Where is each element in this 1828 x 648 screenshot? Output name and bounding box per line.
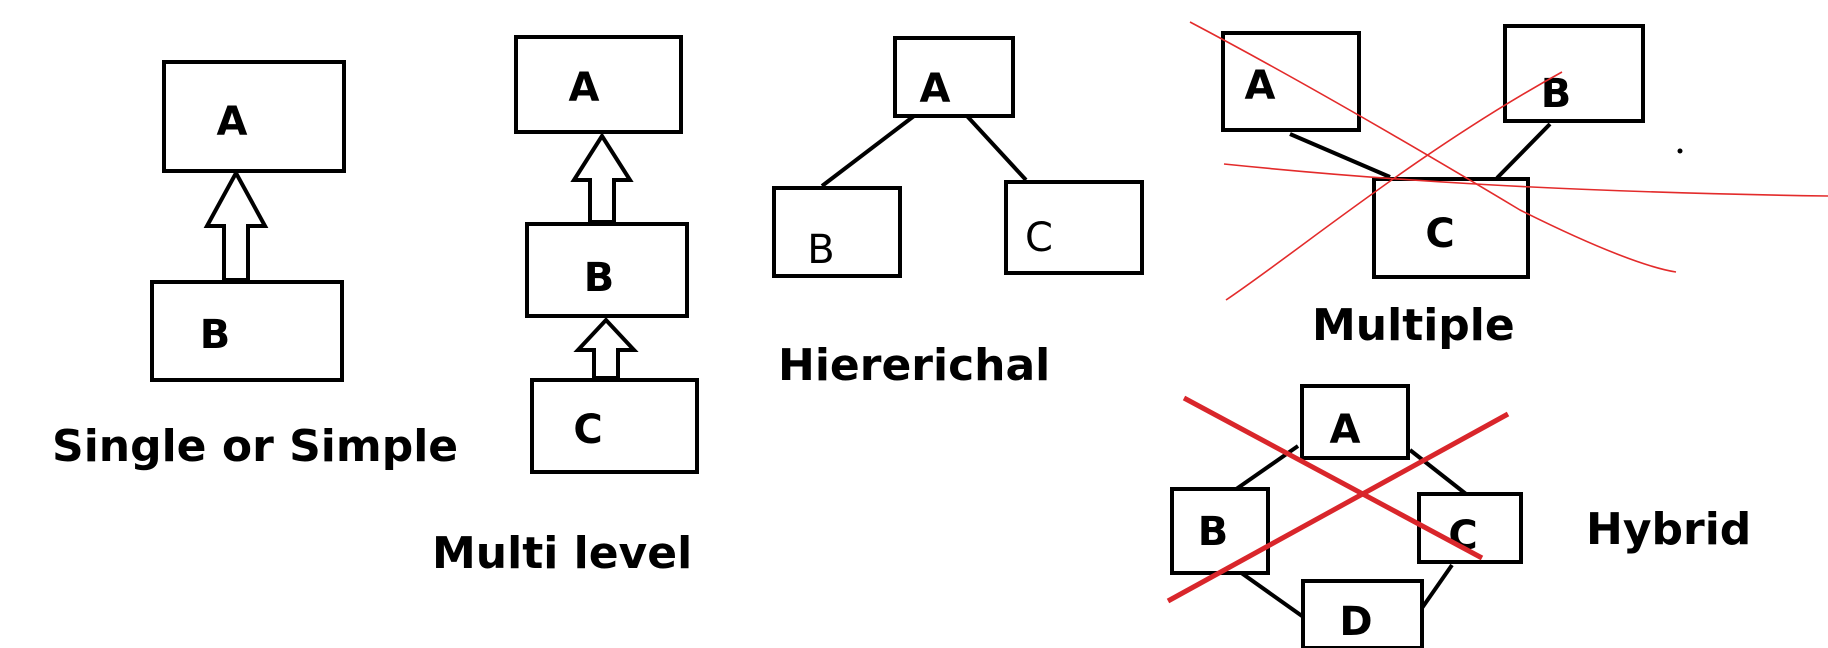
multiple-strike-diagonal-2 <box>1225 71 1563 301</box>
multiple-label-a: A <box>1245 63 1276 109</box>
hybrid-strike-1 <box>1182 395 1484 561</box>
multilevel-arrow-c-to-b <box>573 317 639 380</box>
single-arrow-b-to-a <box>203 168 269 282</box>
hierarchical-caption: Hiererichal <box>778 340 1050 391</box>
multilevel-label-c: C <box>573 407 602 453</box>
hybrid-caption: Hybrid <box>1586 504 1751 555</box>
multiple-box-a <box>1221 31 1361 132</box>
multiple-label-b: B <box>1541 71 1572 117</box>
hybrid-box-a <box>1300 384 1410 460</box>
hybrid-inheritance-group: A B C D Hybrid <box>1166 384 1751 648</box>
single-caption: Single or Simple <box>52 421 458 472</box>
multiple-label-c: C <box>1425 211 1454 257</box>
multilevel-inheritance-group: A B C Multi level <box>432 35 699 579</box>
single-box-b <box>150 280 344 382</box>
hybrid-box-c <box>1417 492 1523 564</box>
hierarchical-link-a-c <box>965 114 1028 182</box>
hierarchical-box-b <box>772 186 902 278</box>
hybrid-box-d <box>1301 579 1424 648</box>
multilevel-box-b <box>525 222 689 318</box>
multiple-link-b-c <box>1495 122 1552 180</box>
multilevel-box-c <box>530 378 699 474</box>
hybrid-link-b-d <box>1238 570 1304 618</box>
stray-dot <box>1677 148 1683 154</box>
hybrid-link-a-c <box>1408 448 1468 496</box>
single-inheritance-group: A B Single or Simple <box>52 60 458 472</box>
multiple-strike-diagonal-1 <box>1189 21 1677 273</box>
single-label-b: B <box>200 312 231 358</box>
single-label-a: A <box>217 99 248 145</box>
hybrid-label-a: A <box>1330 407 1361 453</box>
multilevel-box-a <box>514 35 683 134</box>
multilevel-label-a: A <box>569 65 600 111</box>
multilevel-caption: Multi level <box>432 528 692 579</box>
multiple-caption: Multiple <box>1312 300 1515 351</box>
hybrid-label-b: B <box>1198 509 1229 555</box>
multilevel-arrow-b-to-a <box>570 132 634 224</box>
multiple-strike-horizontal <box>1223 163 1828 197</box>
hierarchical-inheritance-group: A B C Hiererichal <box>772 36 1144 391</box>
multiple-inheritance-group: A B C Multiple <box>1189 21 1828 351</box>
single-box-a <box>162 60 346 173</box>
hybrid-link-c-d <box>1420 563 1454 610</box>
multiple-box-c <box>1372 177 1530 279</box>
hierarchical-box-a <box>893 36 1015 118</box>
hybrid-box-b <box>1170 487 1270 575</box>
multilevel-label-b: B <box>584 255 615 301</box>
hierarchical-link-a-b <box>820 114 916 188</box>
hierarchical-label-c: C <box>1025 215 1053 261</box>
multiple-link-a-c <box>1289 132 1391 179</box>
multiple-box-b <box>1503 24 1645 123</box>
hierarchical-label-b: B <box>807 227 834 273</box>
hybrid-strike-2 <box>1166 411 1510 604</box>
hybrid-label-d: D <box>1339 599 1372 645</box>
hierarchical-box-c <box>1004 180 1144 275</box>
hierarchical-label-a: A <box>920 66 951 112</box>
